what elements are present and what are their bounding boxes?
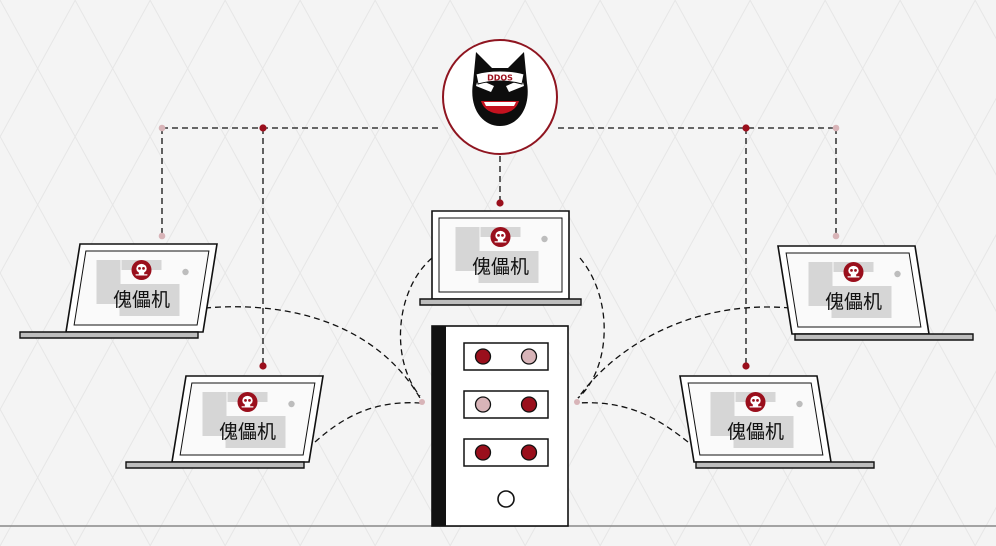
server-slots	[463, 342, 549, 467]
server-indicator-light	[520, 348, 538, 365]
attack-line-left-lower	[314, 402, 421, 443]
endpoint-dot	[742, 362, 750, 370]
zombie-laptop: 傀儡机	[777, 245, 974, 341]
skull-icon	[131, 260, 152, 280]
attack-line-left-upper	[204, 306, 421, 399]
devil-cat-icon	[472, 52, 528, 126]
attack-line-right-lower	[577, 402, 689, 443]
screen-window-graphic	[808, 262, 901, 318]
server-indicator-light	[520, 396, 538, 413]
zombie-label: 傀儡机	[727, 421, 784, 443]
endpoint-dot	[832, 232, 840, 240]
server-tower-icon	[431, 325, 569, 527]
zombie-label: 傀儡机	[472, 256, 529, 278]
endpoint-dot	[158, 232, 166, 240]
laptop-base	[794, 333, 974, 341]
zombie-label: 傀儡机	[219, 421, 276, 443]
zombie-laptop: 傀儡机	[419, 210, 582, 306]
zombie-label: 傀儡机	[825, 291, 882, 313]
server-hit-dot-left	[419, 399, 425, 405]
junction-dot	[742, 124, 750, 132]
laptop-base	[419, 298, 582, 306]
server-indicator-light	[520, 444, 538, 461]
server-indicator-light	[474, 444, 492, 461]
server-power-button	[497, 490, 515, 508]
junction-dot	[158, 124, 166, 132]
server-indicator-light	[474, 396, 492, 413]
attack-line-right-upper	[577, 306, 791, 399]
attack-line-top-left	[399, 257, 433, 397]
command-lines	[161, 127, 837, 366]
server-indicator-light	[474, 348, 492, 365]
endpoint-dot	[259, 362, 267, 370]
endpoint-dot	[496, 199, 504, 207]
junction-dot	[259, 124, 267, 132]
zombie-label: 傀儡机	[113, 289, 170, 311]
zombie-laptop: 傀儡机	[125, 375, 324, 469]
skull-icon	[843, 262, 864, 282]
server-side-panel	[432, 326, 446, 526]
skull-icon	[490, 227, 511, 247]
zombie-laptop: 傀儡机	[679, 375, 875, 469]
laptop-base	[19, 331, 199, 339]
attack-line-top-right	[577, 257, 605, 399]
junction-dots	[158, 124, 840, 405]
zombie-laptop: 傀儡机	[19, 243, 218, 339]
junction-dot	[832, 124, 840, 132]
skull-icon	[745, 392, 766, 412]
laptop-base	[695, 461, 875, 469]
laptop-base	[125, 461, 305, 469]
ddos-headband: DDOS	[475, 70, 525, 85]
attacker-node: DDOS	[442, 39, 558, 155]
ddos-badge-text: DDOS	[487, 74, 513, 83]
attack-lines	[204, 257, 791, 443]
skull-icon	[237, 392, 258, 412]
server-hit-dot-right	[574, 399, 580, 405]
